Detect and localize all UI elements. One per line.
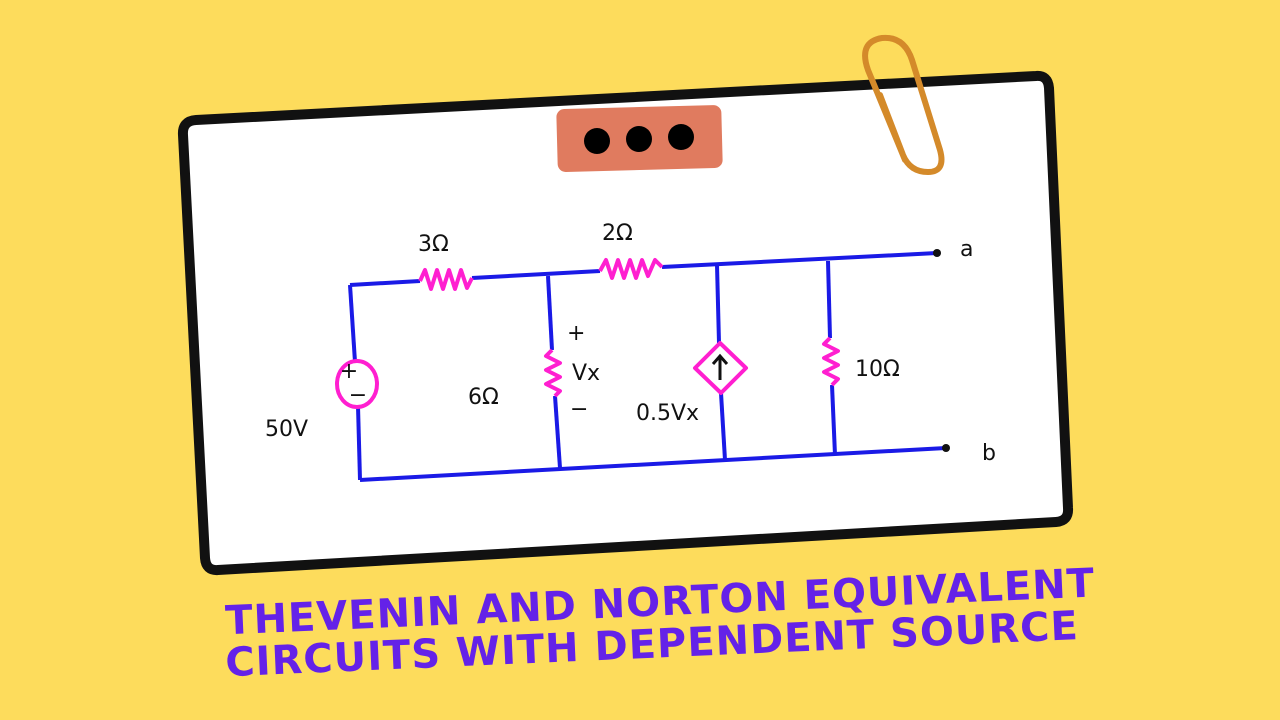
window-controls: [556, 105, 723, 172]
r1-label: 3Ω: [418, 232, 449, 257]
window-card: [177, 70, 1074, 576]
resistor-10ohm: [822, 336, 840, 387]
circuit-wires: [348, 251, 947, 482]
terminal-b-node: [942, 444, 950, 452]
dependent-source-label: 0.5Vx: [636, 401, 699, 426]
vx-minus: −: [570, 397, 588, 422]
source-voltage-label: 50V: [265, 417, 308, 442]
components: [335, 258, 840, 409]
source-minus: −: [349, 383, 367, 408]
dot-icon: [584, 128, 610, 154]
resistor-3ohm: [418, 268, 474, 291]
dot-icon: [626, 126, 652, 152]
terminal-a-label: a: [960, 237, 973, 262]
terminal-a-node: [933, 249, 941, 257]
r4-label: 10Ω: [855, 357, 900, 382]
paperclip-icon: [862, 34, 945, 176]
r2-label: 2Ω: [602, 221, 633, 246]
source-plus: +: [340, 359, 358, 384]
r3-label: 6Ω: [468, 385, 499, 410]
arrow-up-icon: [711, 353, 729, 380]
voltage-source: [335, 359, 379, 409]
resistor-6ohm: [544, 348, 562, 398]
dependent-current-source: [693, 341, 748, 395]
resistor-2ohm: [598, 258, 664, 280]
vx-label: Vx: [572, 361, 600, 386]
terminal-b-label: b: [982, 441, 996, 466]
vx-plus: +: [567, 321, 585, 346]
dot-icon: [668, 124, 694, 150]
